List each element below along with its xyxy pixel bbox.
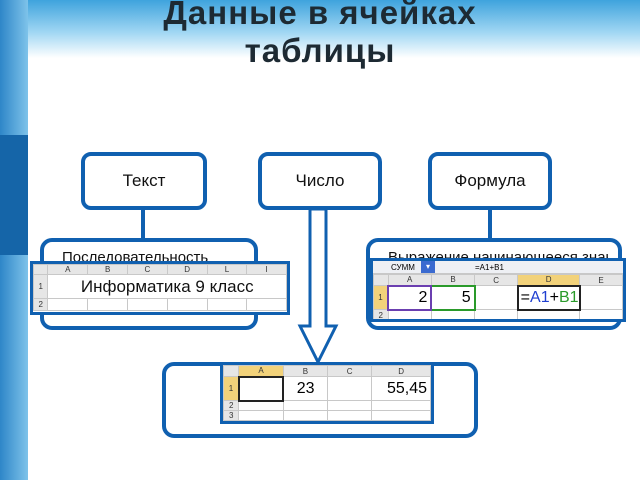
cell[interactable] <box>238 400 284 411</box>
text-sheet-grid: A B C D L I 1 Информатика 9 класс 2 <box>33 264 287 311</box>
row-header[interactable]: 3 <box>223 410 240 421</box>
cell-d1[interactable]: 55,45 <box>371 376 431 401</box>
category-number-box: Число <box>258 152 382 210</box>
formula-ref-b1: B1 <box>558 288 579 306</box>
cell[interactable] <box>371 410 431 421</box>
cell[interactable] <box>166 298 208 311</box>
category-formula-box: Формула <box>428 152 552 210</box>
row-header[interactable]: 1 <box>373 285 389 310</box>
col-header[interactable]: C <box>127 264 168 275</box>
col-header[interactable]: B <box>87 264 128 275</box>
formula-sheet-grid: A B C D E 1 2 5 =A1+B1 2 <box>373 274 623 319</box>
formula-plus: + <box>549 288 559 306</box>
cell-a1[interactable]: 2 <box>387 284 433 311</box>
page-title: Данные в ячейках таблицы <box>0 0 640 70</box>
col-header[interactable]: I <box>246 264 287 275</box>
side-stripe-accent <box>0 135 28 255</box>
cell[interactable] <box>371 400 431 411</box>
cell[interactable] <box>127 298 168 311</box>
col-header[interactable]: A <box>387 274 432 286</box>
cell[interactable] <box>206 298 248 311</box>
col-header[interactable]: B <box>430 274 476 286</box>
corner-cell <box>223 365 240 377</box>
category-text-label: Текст <box>122 171 166 190</box>
cell[interactable] <box>87 298 128 311</box>
corner-cell <box>373 274 389 286</box>
cell[interactable] <box>474 285 519 310</box>
arrow-number <box>297 207 339 366</box>
category-text-box: Текст <box>81 152 207 210</box>
row-header[interactable]: 2 <box>223 400 240 411</box>
col-header[interactable]: C <box>474 274 519 286</box>
cell[interactable] <box>579 309 623 319</box>
cell[interactable] <box>47 298 89 311</box>
cell[interactable] <box>326 400 373 411</box>
col-header[interactable]: E <box>579 274 623 286</box>
text-sheet: A B C D L I 1 Информатика 9 класс 2 <box>30 261 290 315</box>
row-header[interactable]: 1 <box>223 376 240 401</box>
formula-bar[interactable]: =A1+B1 <box>475 262 504 272</box>
category-formula-label: Формула <box>454 171 526 190</box>
row-header[interactable]: 2 <box>33 298 49 311</box>
col-header[interactable]: D <box>517 274 581 286</box>
title-line-1: Данные в ячейках <box>163 0 477 31</box>
col-header[interactable]: A <box>47 264 89 275</box>
row-header[interactable]: 1 <box>33 274 49 299</box>
col-header[interactable]: L <box>206 264 248 275</box>
cell-d1-formula[interactable]: =A1+B1 <box>516 284 581 311</box>
title-line-2: таблицы <box>244 32 396 69</box>
cell-b1[interactable]: 23 <box>282 376 329 401</box>
cell[interactable] <box>282 410 329 421</box>
number-sheet: A B C D 1 23 55,45 2 3 <box>220 362 434 424</box>
cell[interactable] <box>246 298 287 311</box>
cell-a1-selected[interactable] <box>237 375 285 402</box>
cell[interactable] <box>430 309 476 319</box>
category-number-label: Число <box>295 171 345 190</box>
col-header[interactable]: A <box>238 365 284 377</box>
formula-equals: = <box>520 288 531 306</box>
cell[interactable] <box>326 410 373 421</box>
header-band <box>0 0 640 58</box>
cell-b1[interactable]: 5 <box>430 284 476 311</box>
cell[interactable] <box>238 410 284 421</box>
text-panel-caption: Последовательность <box>62 249 209 262</box>
formula-ref-a1: A1 <box>530 288 550 306</box>
cell[interactable] <box>387 309 432 319</box>
col-header[interactable]: D <box>166 264 208 275</box>
cell[interactable] <box>326 376 373 401</box>
dropdown-arrow-icon[interactable]: ▾ <box>421 261 435 273</box>
col-header[interactable]: D <box>371 365 431 377</box>
row-header[interactable]: 2 <box>373 309 389 319</box>
number-sheet-grid: A B C D 1 23 55,45 2 3 <box>223 365 431 421</box>
cell[interactable] <box>579 285 623 310</box>
formula-panel-caption: Выражение начинающееся знаком <box>388 249 608 260</box>
cell[interactable] <box>517 309 581 319</box>
col-header[interactable]: B <box>282 365 329 377</box>
text-cell[interactable]: Информатика 9 класс <box>47 274 287 299</box>
formula-bar-row: СУММ ▾ =A1+B1 <box>373 261 623 274</box>
col-header[interactable]: C <box>326 365 373 377</box>
name-box[interactable]: СУММ <box>391 262 415 272</box>
cell[interactable] <box>474 309 519 319</box>
formula-sheet: СУММ ▾ =A1+B1 A B C D E 1 2 5 =A1+B1 2 <box>370 258 626 322</box>
cell[interactable] <box>282 400 329 411</box>
corner-cell <box>33 264 49 275</box>
